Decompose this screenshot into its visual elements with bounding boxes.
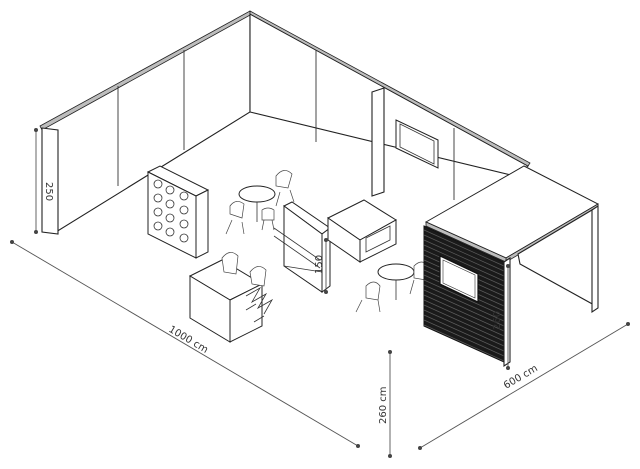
wood-slats [423,229,505,362]
wood-slat [423,244,505,282]
wood-slat [423,229,505,267]
brochure-stand [273,201,331,293]
back-wall-height-label: 250 [43,182,54,201]
shelf-height-label: 150 [314,255,325,274]
slat-wall-height-label: 260 [492,311,503,330]
round-table-back [225,170,295,235]
wood-slat [423,304,505,342]
reception-desk [188,252,274,343]
wood-slat [423,284,505,322]
wood-slat [423,309,505,347]
wood-slat [423,234,505,272]
wood-slat [423,319,505,357]
wall-column [371,87,385,197]
right-back-wall [249,13,530,177]
round-table-front [355,261,431,313]
wall-screen-inner [399,123,435,165]
right-side-post [591,204,599,314]
left-end-panel [41,127,59,235]
slat-wall-screen-inner [442,259,476,299]
wood-slat [423,294,505,332]
wood-slat [423,314,505,352]
dim-line-depth [419,323,629,449]
wall-screen [395,119,439,169]
back-walls [39,10,531,235]
wood-slat [423,299,505,337]
left-back-wall [41,13,251,233]
length-label: 1000 cm [166,324,209,356]
canopy-structure [423,165,600,368]
counter-box [327,199,397,263]
wood-slat [423,324,505,362]
cube-shelving [146,165,210,259]
wood-slat [423,279,505,317]
furniture [146,165,431,343]
wood-slat [423,289,505,327]
wood-slat [423,239,505,277]
dimension-lines: 250 1000 cm 260 cm 600 cm 260 150 [10,128,630,458]
dim-line-length [11,241,359,447]
front-height-label: 260 cm [378,386,389,424]
right-wall-top-edge [249,10,531,167]
front-post [503,256,511,368]
